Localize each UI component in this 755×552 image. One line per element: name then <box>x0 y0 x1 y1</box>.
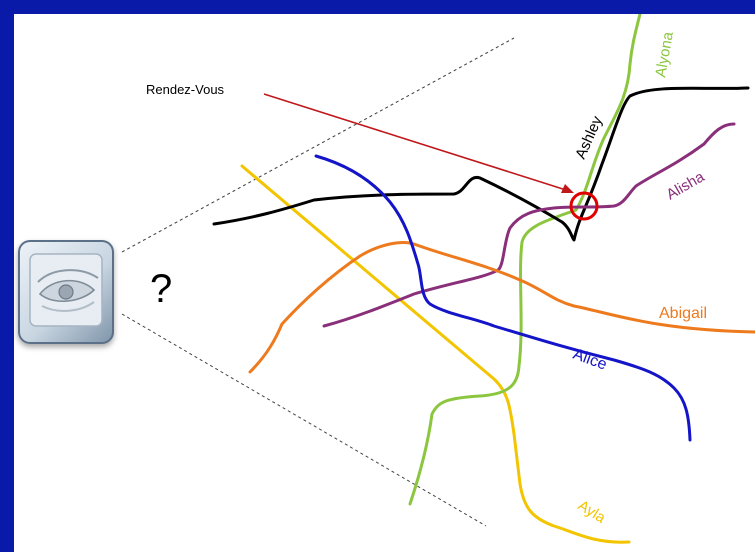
label-alyona: Alyona <box>652 30 677 79</box>
sight-line-bottom <box>121 313 487 527</box>
label-ayla: Ayla <box>575 497 609 527</box>
paths-diagram: Rendez-Vous ? Alyona Ashley Alisha Abiga… <box>121 14 755 544</box>
question-mark: ? <box>150 267 172 311</box>
rendezvous-label: Rendez-Vous <box>146 82 225 97</box>
sight-line-top <box>121 37 515 253</box>
path-abigail <box>248 241 755 374</box>
rendezvous-arrow <box>263 93 567 191</box>
label-alisha: Alisha <box>664 168 708 203</box>
path-alyona <box>408 14 642 506</box>
path-ashley <box>212 86 750 242</box>
label-abigail: Abigail <box>659 305 707 322</box>
eye-sculpture-icon <box>18 240 114 344</box>
arrowhead-icon <box>561 184 574 193</box>
label-alice: Alice <box>571 346 609 374</box>
label-ashley: Ashley <box>572 113 606 162</box>
path-alice <box>314 154 692 442</box>
red-circle-marker <box>569 191 599 221</box>
path-ayla <box>240 164 631 544</box>
slide-canvas: Rendez-Vous ? Alyona Ashley Alisha Abiga… <box>14 14 755 552</box>
path-alisha <box>322 122 736 328</box>
